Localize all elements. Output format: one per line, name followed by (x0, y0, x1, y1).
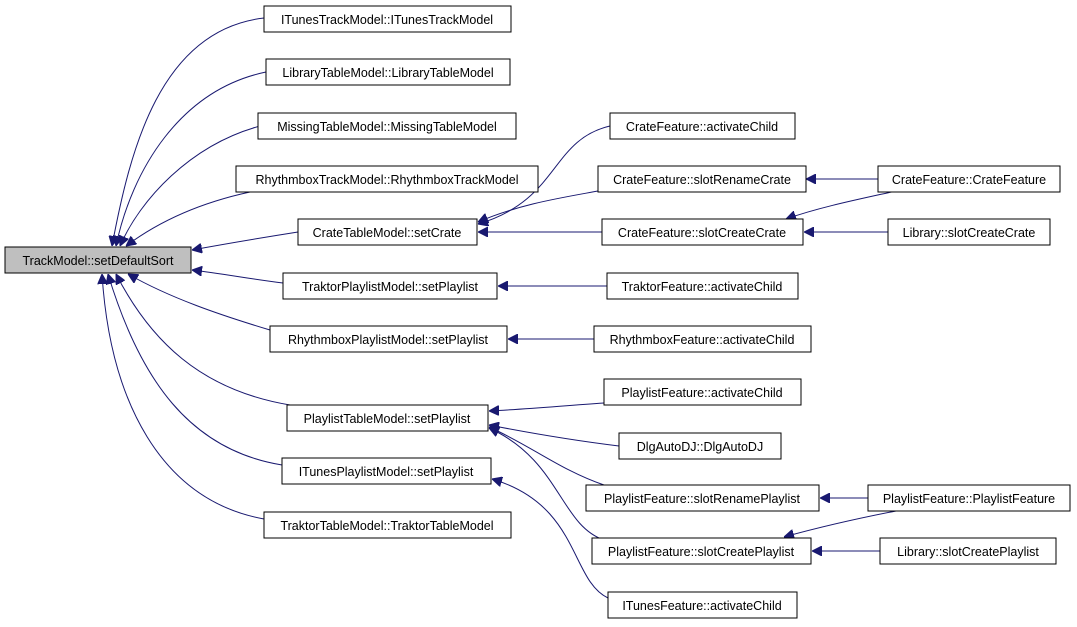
node-label: PlaylistTableModel::setPlaylist (304, 412, 471, 426)
node-label: RhythmboxTrackModel::RhythmboxTrackModel (255, 173, 518, 187)
graph-node-root[interactable]: TrackModel::setDefaultSort (4, 246, 192, 274)
node-label: TraktorFeature::activateChild (622, 280, 783, 294)
edge (116, 71, 267, 246)
edge (102, 274, 265, 520)
graph-node[interactable]: Library::slotCreateCrate (887, 218, 1051, 246)
edge (120, 125, 261, 246)
node-label: PlaylistFeature::activateChild (621, 386, 782, 400)
graph-node[interactable]: TraktorTableModel::TraktorTableModel (263, 511, 512, 539)
graph-node[interactable]: RhythmboxTrackModel::RhythmboxTrackModel (235, 165, 539, 193)
nodes: TrackModel::setDefaultSort ITunesTrackMo… (4, 5, 1071, 619)
graph-node[interactable]: CrateFeature::CrateFeature (877, 165, 1061, 193)
graph-node[interactable]: TraktorPlaylistModel::setPlaylist (282, 272, 498, 300)
graph-node[interactable]: Library::slotCreatePlaylist (879, 537, 1057, 565)
edge (478, 125, 611, 224)
graph-node[interactable]: PlaylistFeature::activateChild (603, 378, 802, 406)
node-label: Library::slotCreateCrate (903, 226, 1036, 240)
edges (102, 17, 897, 599)
node-label: TraktorTableModel::TraktorTableModel (280, 519, 493, 533)
edge (489, 428, 605, 541)
node-label: PlaylistFeature::slotRenamePlaylist (604, 492, 800, 506)
node-label: Library::slotCreatePlaylist (897, 545, 1039, 559)
node-label: CrateFeature::slotRenameCrate (613, 173, 791, 187)
edge (478, 190, 599, 222)
node-label: CrateFeature::activateChild (626, 120, 778, 134)
node-label: CrateTableModel::setCrate (313, 226, 462, 240)
node-label: RhythmboxPlaylistModel::setPlaylist (288, 333, 489, 347)
edge (489, 427, 605, 486)
node-label: ITunesPlaylistModel::setPlaylist (299, 465, 474, 479)
graph-node[interactable]: PlaylistFeature::PlaylistFeature (867, 484, 1071, 512)
graph-node[interactable]: MissingTableModel::MissingTableModel (257, 112, 517, 140)
graph-node[interactable]: PlaylistFeature::slotCreatePlaylist (591, 537, 812, 565)
node-label: CrateFeature::CrateFeature (892, 173, 1046, 187)
node-label: TraktorPlaylistModel::setPlaylist (302, 280, 479, 294)
graph-node[interactable]: TraktorFeature::activateChild (606, 272, 799, 300)
graph-node[interactable]: LibraryTableModel::LibraryTableModel (265, 58, 511, 86)
node-label: CrateFeature::slotCreateCrate (618, 226, 786, 240)
graph-node[interactable]: RhythmboxFeature::activateChild (593, 325, 812, 353)
graph-node[interactable]: DlgAutoDJ::DlgAutoDJ (618, 432, 782, 460)
graph-node[interactable]: RhythmboxPlaylistModel::setPlaylist (269, 325, 508, 353)
graph-node[interactable]: ITunesPlaylistModel::setPlaylist (281, 457, 492, 485)
graph-node[interactable]: CrateFeature::slotRenameCrate (597, 165, 807, 193)
edge (128, 274, 271, 331)
node-label: ITunesFeature::activateChild (622, 599, 781, 613)
graph-node[interactable]: PlaylistTableModel::setPlaylist (286, 404, 489, 432)
graph-node[interactable]: ITunesTrackModel::ITunesTrackModel (263, 5, 512, 33)
edge (492, 479, 609, 599)
edge (489, 402, 605, 411)
graph-node[interactable]: CrateFeature::activateChild (609, 112, 796, 140)
edge (784, 510, 897, 537)
node-label: MissingTableModel::MissingTableModel (277, 120, 497, 134)
edge (489, 425, 620, 447)
edge (192, 270, 284, 284)
node-label: TrackModel::setDefaultSort (23, 254, 175, 268)
edge (112, 17, 265, 246)
graph-node[interactable]: PlaylistFeature::slotRenamePlaylist (585, 484, 820, 512)
node-label: PlaylistFeature::PlaylistFeature (883, 492, 1055, 506)
node-label: RhythmboxFeature::activateChild (610, 333, 795, 347)
node-label: LibraryTableModel::LibraryTableModel (282, 66, 493, 80)
node-label: ITunesTrackModel::ITunesTrackModel (281, 13, 493, 27)
edge (192, 231, 299, 250)
node-label: PlaylistFeature::slotCreatePlaylist (608, 545, 795, 559)
edge (116, 274, 291, 406)
graph-node[interactable]: CrateFeature::slotCreateCrate (601, 218, 804, 246)
node-label: DlgAutoDJ::DlgAutoDJ (637, 440, 763, 454)
edge (126, 191, 251, 246)
edge (786, 190, 897, 219)
edge (108, 274, 283, 466)
graph-node[interactable]: CrateTableModel::setCrate (297, 218, 478, 246)
graph-node[interactable]: ITunesFeature::activateChild (607, 591, 798, 619)
